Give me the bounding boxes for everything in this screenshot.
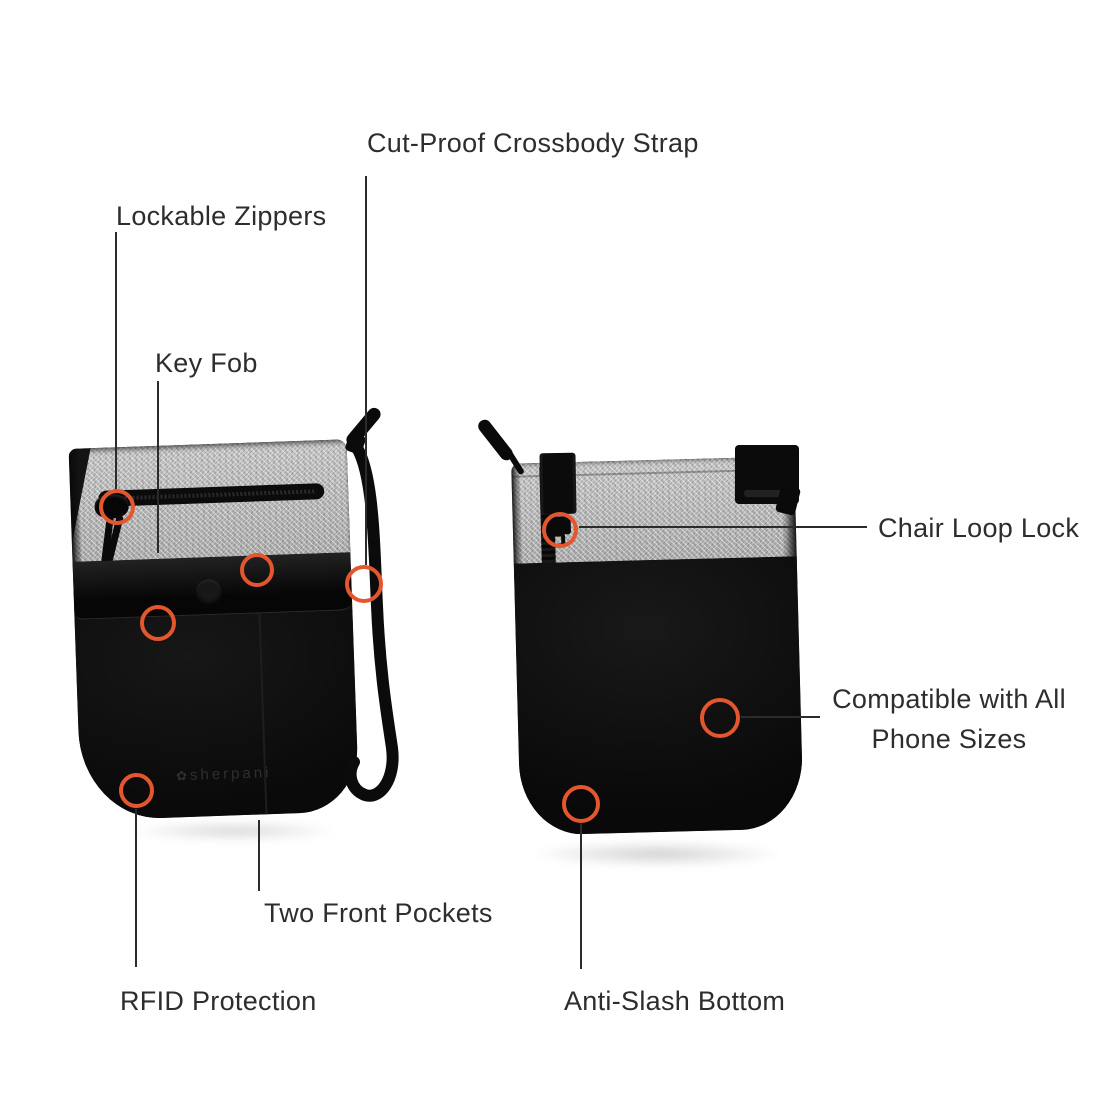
label-two-front-pockets: Two Front Pockets — [264, 898, 493, 928]
label-cut-proof-strap: Cut-Proof Crossbody Strap — [367, 128, 699, 158]
brand-logo: ✿sherpani — [176, 764, 272, 784]
brand-logo-text: sherpani — [189, 764, 272, 784]
strap-tab-right — [735, 445, 799, 504]
feature-marker-cut-proof-strap — [345, 565, 383, 603]
label-key-fob: Key Fob — [155, 348, 258, 378]
front-pockets-panel — [74, 610, 360, 821]
feature-marker-chair-loop-lock — [542, 512, 578, 548]
leader-line-chair-loop-lock — [579, 526, 867, 528]
feature-marker-rfid — [119, 773, 154, 808]
feature-marker-two-front-pockets — [240, 553, 274, 587]
front-bag-shadow — [88, 816, 380, 846]
leader-line-cut-proof-strap — [365, 176, 367, 565]
label-compatible-line2: Phone Sizes — [871, 724, 1027, 754]
label-compatible-phones: Compatible with All Phone Sizes — [818, 679, 1080, 759]
feature-marker-anti-slash — [562, 785, 600, 823]
zipper-teeth — [108, 489, 317, 501]
feature-marker-key-fob — [140, 605, 176, 641]
brand-logo-icon: ✿ — [175, 768, 189, 784]
strap-tab-left — [539, 452, 577, 515]
back-bag-shadow — [482, 836, 832, 872]
leader-line-key-fob — [157, 381, 159, 553]
buckle-slot — [744, 490, 786, 497]
feature-marker-lockable-zippers — [99, 489, 135, 525]
leader-line-compatible-phones — [741, 716, 820, 718]
crossbody-strap — [344, 436, 399, 802]
back-panel — [513, 556, 804, 836]
label-anti-slash: Anti-Slash Bottom — [564, 986, 786, 1016]
leader-line-two-front-pockets — [258, 820, 260, 891]
leader-line-anti-slash — [580, 824, 582, 969]
label-compatible-line1: Compatible with All — [832, 684, 1066, 714]
leader-line-rfid — [135, 809, 137, 967]
label-lockable-zippers: Lockable Zippers — [116, 201, 327, 231]
back-zipper-pull — [475, 417, 516, 463]
label-chair-loop-lock: Chair Loop Lock — [878, 513, 1080, 543]
label-rfid: RFID Protection — [120, 986, 317, 1016]
feature-marker-compatible-phones — [700, 698, 740, 738]
leader-line-lockable-zippers — [115, 232, 117, 490]
